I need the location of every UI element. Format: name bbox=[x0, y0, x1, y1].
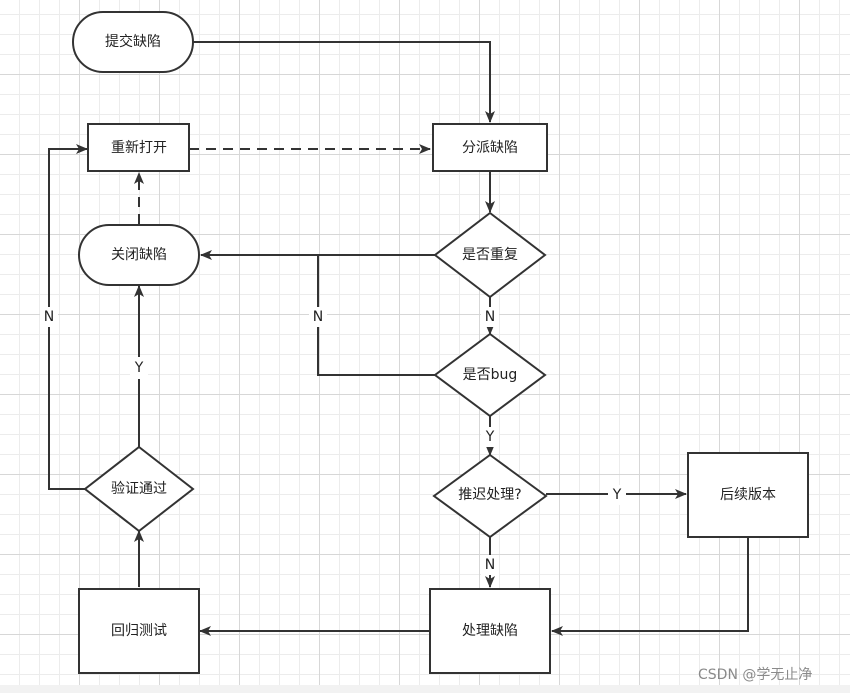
node-reopen-shape bbox=[87, 123, 190, 172]
node-regression-shape bbox=[78, 588, 200, 674]
node-handle-shape bbox=[429, 588, 551, 674]
node-reopen-label: 重新打开 bbox=[111, 139, 167, 156]
node-later-label: 后续版本 bbox=[720, 486, 776, 503]
node-submit-shape bbox=[72, 11, 194, 73]
edge-label-verify-no: N bbox=[44, 309, 54, 325]
node-close-shape bbox=[78, 224, 200, 286]
node-isbug-shape bbox=[433, 332, 547, 418]
node-submit-label: 提交缺陷 bbox=[105, 33, 161, 50]
node-defer-label: 推迟处理? bbox=[458, 487, 521, 503]
edge-later-to-handle bbox=[551, 537, 749, 636]
node-verify-shape bbox=[83, 445, 195, 533]
edge-label-duplicate-no: N bbox=[485, 309, 495, 325]
edge-submit-to-assign bbox=[193, 41, 495, 123]
node-assign-label: 分派缺陷 bbox=[462, 140, 518, 156]
bottom-strip bbox=[0, 685, 850, 693]
node-duplicate-label: 是否重复 bbox=[462, 246, 518, 263]
edge-label-defer-no: N bbox=[485, 557, 495, 573]
node-isbug-label: 是否bug bbox=[463, 367, 518, 383]
watermark: CSDN @学无止净 bbox=[698, 667, 813, 683]
edge-label-verify-yes: Y bbox=[134, 360, 144, 376]
node-verify-label: 验证通过 bbox=[111, 481, 167, 497]
edge-isbug-to-close bbox=[317, 255, 435, 376]
node-regression-label: 回归测试 bbox=[111, 622, 167, 639]
node-handle-label: 处理缺陷 bbox=[462, 623, 518, 639]
edge-label-isbug-no: N bbox=[313, 309, 323, 325]
edge-label-defer-yes: Y bbox=[612, 487, 622, 503]
node-close-label: 关闭缺陷 bbox=[111, 247, 167, 263]
node-defer-shape bbox=[432, 453, 548, 539]
node-later-shape bbox=[687, 452, 809, 538]
node-duplicate-shape bbox=[433, 211, 547, 299]
edge-label-isbug-yes: Y bbox=[485, 429, 495, 445]
node-assign-shape bbox=[432, 123, 548, 172]
